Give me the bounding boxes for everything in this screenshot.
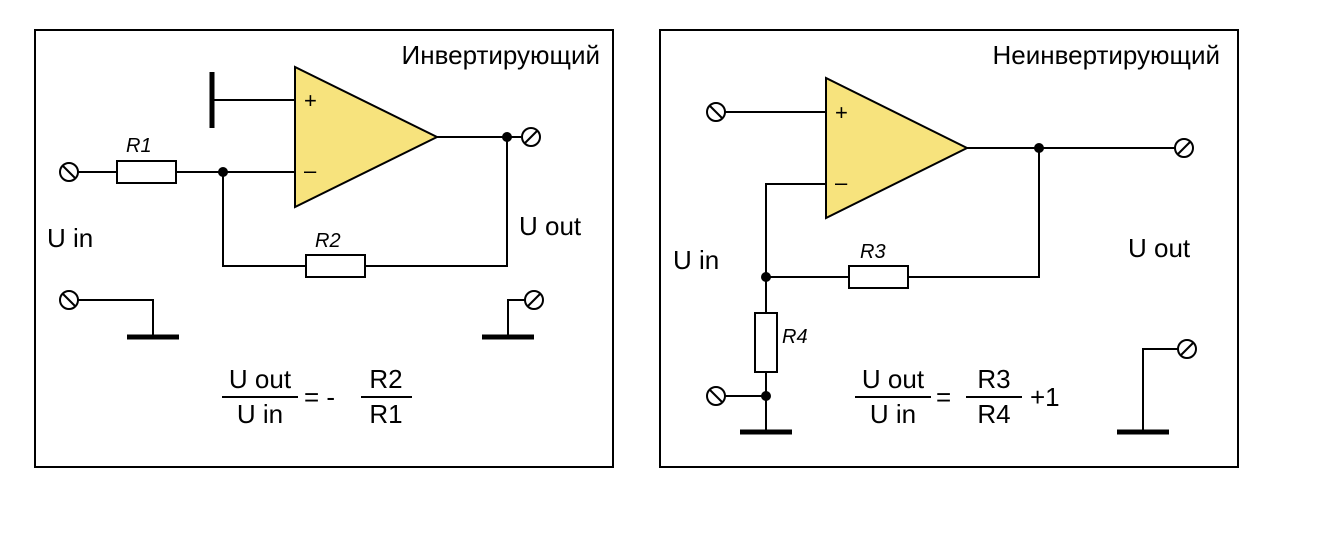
noninverting-minus-sign: – [835,170,848,195]
inverting-input-label: U in [47,223,93,253]
noninverting-frame [659,29,1239,468]
inverting-output-ground-terminal [524,290,544,310]
inverting-input-ground-terminal [59,290,79,310]
inverting-opamp [294,65,440,209]
inverting-output-ground-wire [507,299,525,337]
inverting-formula: U out U in = - R2 R1 [222,364,412,429]
inverting-input-terminal [59,162,79,182]
resistor-r2 [305,254,366,278]
inverting-formula-equals: = - [304,382,335,412]
feedback-wire-left [222,172,306,267]
inverting-formula-den-left: U in [237,399,283,429]
noninverting-output-ground-wire [1142,348,1178,432]
inverting-panel: Инвертирующий + – R1 R2 U in U o [34,29,614,468]
inverting-minus-sign: – [304,158,317,183]
inverting-formula-num-left: U out [229,364,292,394]
r1-label: R1 [126,135,152,157]
noninverting-output-label: U out [1128,233,1191,263]
inverting-formula-den-right: R1 [369,399,402,429]
noninverting-plus-sign: + [835,100,848,125]
feedback-wire-right [365,137,508,267]
noninverting-formula-equals: = [936,382,951,412]
inverting-plus-sign: + [304,88,317,113]
inverting-input-ground-wire [78,299,154,337]
noninverting-formula-den-right: R4 [977,399,1010,429]
inverting-output-terminal [521,127,541,147]
r4-label: R4 [782,326,808,348]
noninverting-output-terminal [1174,138,1194,158]
resistor-r4 [754,312,778,373]
noninverting-input-terminal [706,102,726,122]
noninverting-formula: U out U in = R3 R4 +1 [855,364,1060,429]
noninverting-formula-suffix: +1 [1030,382,1060,412]
noninverting-input-ground-terminal [706,386,726,406]
r2-label: R2 [315,230,341,252]
inverting-output-label: U out [519,211,582,241]
inverting-title: Инвертирующий [402,40,600,70]
r3-label: R3 [860,241,886,263]
noninverting-formula-num-left: U out [862,364,925,394]
inverting-formula-num-right: R2 [369,364,402,394]
inverting-frame [34,29,614,468]
noninverting-input-label: U in [673,245,719,275]
resistor-r1 [116,160,177,184]
noninverting-title: Неинвертирующий [992,40,1220,70]
feedback-wire-right-r3 [908,148,1040,278]
noninverting-formula-den-left: U in [870,399,916,429]
resistor-r3 [848,265,909,289]
noninverting-output-ground-terminal [1177,339,1197,359]
noninverting-opamp [825,76,970,220]
noninverting-formula-num-right: R3 [977,364,1010,394]
noninverting-panel: Неинвертирующий + – R3 R4 [659,29,1239,468]
noninverting-minus-wire [765,183,826,313]
